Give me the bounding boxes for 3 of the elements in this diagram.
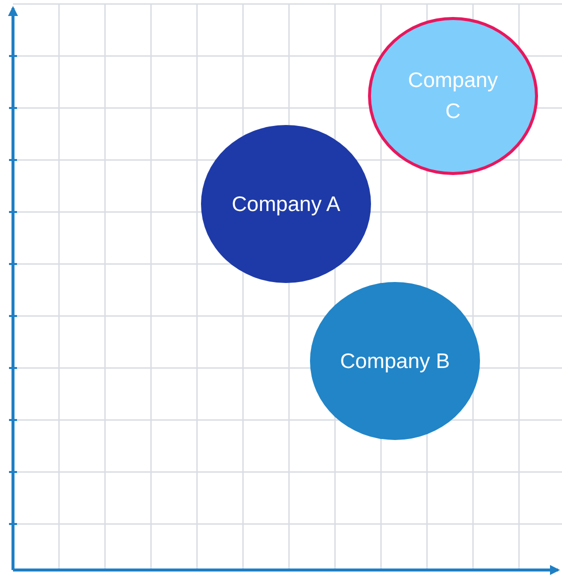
- bubble-label: Company B: [340, 348, 450, 374]
- bubble-label: Company C: [407, 68, 499, 125]
- bubble-label: Company A: [231, 192, 341, 218]
